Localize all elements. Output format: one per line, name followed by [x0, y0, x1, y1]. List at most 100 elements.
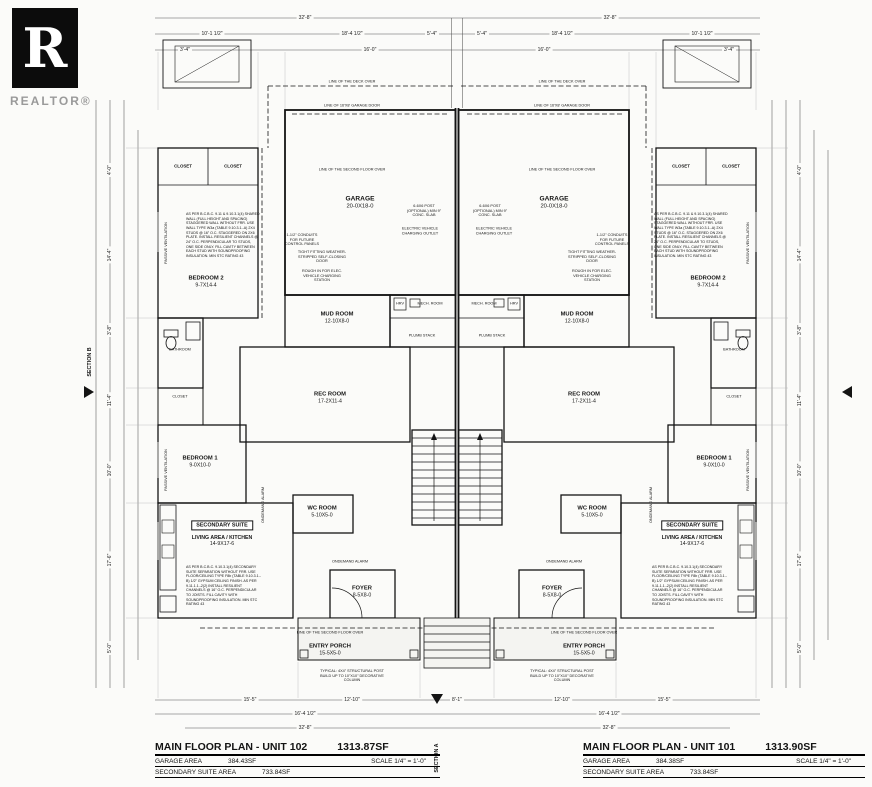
garage-area-value: 384.43SF — [227, 757, 257, 765]
post-note-101: 6-6X6 POST (OPTIONAL) MIN 9" CONC. SLAB — [472, 203, 508, 218]
dimension-label: 5'-4" — [425, 31, 439, 37]
garage-area-label: GARAGE AREA — [583, 757, 630, 765]
dimension-frame — [95, 17, 829, 729]
mech-room-label-101: MECH. ROOM — [471, 301, 497, 306]
self-closing-door-note-102: TIGHT FITTING WEATHER-STRIPPED SELF-CLOS… — [297, 249, 347, 264]
title-row-unit-101: MAIN FLOOR PLAN - UNIT 101 1313.90SF — [583, 741, 865, 756]
closet-label: CLOSET — [172, 394, 188, 399]
dimension-label: 10'-0" — [797, 461, 803, 479]
mech-room-label-102: MECH. ROOM — [417, 301, 443, 306]
ev-rough-in-note-101: ROUGH IN FOR ELEC. VEHICLE CHARGING STAT… — [571, 268, 613, 283]
closet-label: CLOSET — [174, 163, 192, 169]
suite-area-label: SECONDARY SUITE AREA — [155, 768, 237, 776]
self-closing-door-note-101: TIGHT FITTING WEATHER-STRIPPED SELF-CLOS… — [567, 249, 617, 264]
plan-title-unit-102: MAIN FLOOR PLAN - UNIT 102 — [155, 741, 308, 753]
section-markers — [84, 386, 852, 704]
dimension-label: 18'-4 1/2" — [339, 31, 365, 37]
dimension-label: 11'-4" — [797, 391, 803, 409]
deck-over-note-101: LINE OF THE DECK OVER — [538, 79, 586, 84]
dimension-label: 5'-4" — [475, 31, 489, 37]
dimension-label: 12'-10" — [342, 697, 362, 703]
dimension-label: 4'-0" — [797, 163, 803, 177]
closet-label: CLOSET — [722, 163, 740, 169]
secondary-suite-label-102: SECONDARY SUITE — [191, 512, 253, 531]
suite-area-label: SECONDARY SUITE AREA — [583, 768, 665, 776]
suite-area-value: 733.84SF — [262, 768, 291, 776]
scale-label: SCALE 1/4" = 1'-0" — [796, 757, 851, 765]
shared-wall-note-101: AS PER B.C.B.C. 9.11 & 9.10.3.1(4) SHARE… — [654, 212, 728, 259]
scale-label: SCALE 1/4" = 1'-0" — [371, 757, 426, 765]
dimension-label: 10'-0" — [107, 461, 113, 479]
closet-label: CLOSET — [726, 394, 742, 399]
typical-post-note-101: TYPICAL: 4X4" STRUCTURAL POST BUILD UP T… — [530, 668, 594, 683]
ondemand-alarm-101a: ONDEMAND ALARM — [649, 486, 653, 524]
dimension-label: 16'-0" — [535, 47, 553, 53]
suite-area-row-unit-101: SECONDARY SUITE AREA 733.84SF — [583, 767, 865, 778]
secondary-suite-label-101: SECONDARY SUITE — [661, 512, 723, 531]
dimension-label: 10'-1 1/2" — [199, 31, 225, 37]
passive-ventilation-102a: PASSIVE VENTILATION — [164, 222, 168, 264]
title-block-unit-102: MAIN FLOOR PLAN - UNIT 102 1313.87SF GAR… — [155, 741, 440, 778]
bathroom-label-102: BATHROOM — [169, 347, 191, 352]
realtor-logo: R REALTOR® — [10, 8, 92, 108]
dimension-label: 16'-4 1/2" — [596, 711, 622, 717]
passive-ventilation-102b: PASSIVE VENTILATION — [164, 449, 168, 491]
section-b-arrow-right — [842, 386, 852, 398]
dimension-label: 32'-8" — [296, 725, 314, 731]
dimension-label: 32'-8" — [296, 15, 314, 21]
dimension-label: 10'-1 1/2" — [689, 31, 715, 37]
closet-label: CLOSET — [672, 163, 690, 169]
dimension-label: 14'-4" — [107, 246, 113, 264]
dimension-label: 12'-10" — [552, 697, 572, 703]
plumb-stack-label-102: PLUMB STACK — [408, 333, 436, 338]
extension-lines — [126, 52, 788, 698]
suite-area-value: 733.84SF — [690, 768, 719, 776]
realtor-logo-mark: R — [12, 8, 78, 88]
ondemand-alarm-101b: ONDEMAND ALARM — [545, 559, 583, 564]
realtor-logo-text: REALTOR® — [10, 94, 92, 108]
ondemand-alarm-102b: ONDEMAND ALARM — [331, 559, 369, 564]
plan-area-unit-101: 1313.90SF — [765, 741, 817, 753]
hrv-label-101: HRV — [510, 301, 518, 306]
dimension-label: 14'-4" — [797, 246, 803, 264]
dimension-label: 3'-4" — [722, 47, 736, 53]
dimension-label: 8'-1" — [450, 697, 464, 703]
unit-102-linework — [156, 39, 457, 661]
garage-area-row-unit-101: GARAGE AREA 384.38SF SCALE 1/4" = 1'-0" — [583, 756, 865, 767]
post-note-102: 6-6X6 POST (OPTIONAL) MIN 9" CONC. SLAB — [406, 203, 442, 218]
dimension-label: 16'-0" — [361, 47, 379, 53]
dimension-label: 32'-8" — [600, 725, 618, 731]
passive-ventilation-101b: PASSIVE VENTILATION — [746, 449, 750, 491]
ev-rough-in-note-102: ROUGH IN FOR ELEC. VEHICLE CHARGING STAT… — [301, 268, 343, 283]
dimension-label: 5'-0" — [797, 641, 803, 655]
dimension-label: 32'-8" — [601, 15, 619, 21]
typical-post-note-102: TYPICAL: 4X4" STRUCTURAL POST BUILD UP T… — [320, 668, 384, 683]
garage-door-note-101: LINE OF 16'X8' GARAGE DOOR — [534, 103, 590, 108]
passive-ventilation-101a: PASSIVE VENTILATION — [746, 222, 750, 264]
second-floor-note-101b: LINE OF THE SECOND FLOOR OVER — [550, 630, 618, 635]
section-b-label: SECTION B — [87, 347, 93, 377]
plan-area-unit-102: 1313.87SF — [337, 741, 389, 753]
deck-over-note-102: LINE OF THE DECK OVER — [328, 79, 376, 84]
second-floor-note-102b: LINE OF THE SECOND FLOOR OVER — [296, 630, 364, 635]
dimension-label: 15'-5" — [241, 697, 259, 703]
ev-outlet-note-102: ELECTRIC VEHICLE CHARGING OUTLET — [401, 226, 439, 235]
section-b-arrow-left — [84, 386, 94, 398]
